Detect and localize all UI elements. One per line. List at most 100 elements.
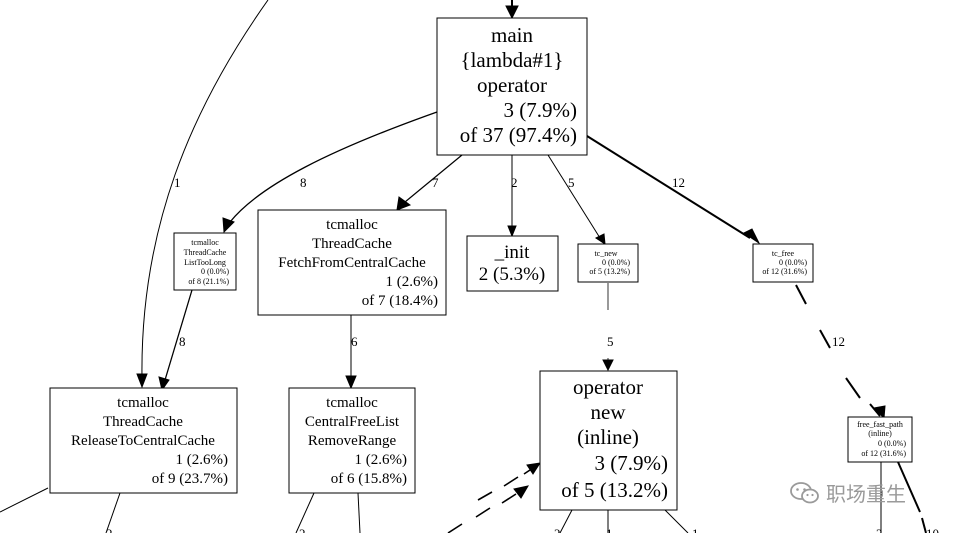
node-main[interactable]: main {lambda#1} operator 3 (7.9%) of 37 … [436, 17, 588, 156]
edge-incoming-opnew-a-arrowhead [513, 485, 530, 499]
edge-left-curve-arrowhead [136, 373, 148, 389]
node-release-central[interactable]: tcmalloc ThreadCache ReleaseToCentralCac… [49, 387, 238, 494]
node-list-too-long-line-3: ListTooLong [184, 258, 226, 267]
edge-bottom-remove-label: 2 [299, 526, 306, 533]
edge-tcfree-fastpath [795, 284, 881, 417]
edge-main-tcfree [586, 135, 751, 239]
node-tc-new[interactable]: tc_new 0 (0.0%) of 5 (13.2%) [577, 243, 639, 283]
node-release-central-line-3: ReleaseToCentralCache [71, 433, 215, 449]
edge-tcfree-fastpath-arrowhead [872, 405, 886, 420]
node-operator-new-box [539, 370, 678, 511]
node-free-fast-path-line-3: 0 (0.0%) [878, 439, 906, 448]
watermark: 职场重生 [790, 478, 906, 507]
node-operator-new-line-2: new [591, 400, 627, 424]
edge-bottom-fast-left-label: 2 [876, 526, 883, 533]
edge-bottom-remove-right [357, 492, 361, 533]
edge-main-init-arrowhead [507, 225, 517, 238]
node-remove-range-line-2: CentralFreeList [305, 414, 400, 430]
node-list-too-long-line-1: tcmalloc [191, 238, 219, 247]
node-free-fast-path[interactable]: free_fast_path (inline) 0 (0.0%) of 12 (… [847, 416, 913, 463]
edge-bottom-release-left [0, 487, 49, 513]
node-main-line-4: 3 (7.9%) [504, 98, 577, 122]
node-tc-free-line-2: 0 (0.0%) [779, 258, 807, 267]
node-list-too-long-line-4: 0 (0.0%) [201, 267, 229, 276]
edge-listtoolong-release-label: 8 [179, 334, 186, 349]
node-release-central-line-1: tcmalloc [117, 395, 169, 411]
node-release-central-line-5: of 9 (23.7%) [152, 471, 228, 487]
edge-main-fetch-arrowhead [396, 196, 412, 211]
edge-left-curve-label: 1 [174, 175, 181, 190]
node-tc-free-line-1: tc_free [772, 249, 795, 258]
node-init-line-2: 2 (5.3%) [479, 264, 545, 285]
node-operator-new-line-5: of 5 (13.2%) [561, 478, 668, 502]
node-fetch-central-line-3: FetchFromCentralCache [278, 255, 426, 271]
node-main-box [436, 17, 588, 156]
edge-fetch-removerange-label: 6 [351, 334, 358, 349]
edge-main-listtoolong [229, 111, 438, 223]
node-free-fast-path-box [847, 416, 913, 463]
node-operator-new-line-4: 3 (7.9%) [595, 451, 668, 475]
node-init[interactable]: _init 2 (5.3%) [466, 235, 559, 292]
node-remove-range[interactable]: tcmalloc CentralFreeList RemoveRange 1 (… [288, 387, 416, 494]
node-tc-free-box [752, 243, 814, 283]
edge-bottom-opnew-left [559, 509, 573, 533]
edge-main-listtoolong-label: 8 [300, 175, 307, 190]
node-fetch-central-line-5: of 7 (18.4%) [362, 293, 438, 309]
node-operator-new-line-3: (inline) [577, 425, 639, 449]
node-init-line-1: _init [494, 242, 531, 263]
edge-bottom-opnew-right [664, 509, 689, 533]
edge-main-tcfree-arrowhead [743, 228, 761, 245]
node-free-fast-path-line-4: of 12 (31.6%) [861, 449, 906, 458]
node-free-fast-path-line-2: (inline) [868, 429, 892, 438]
edge-incoming-opnew-b [477, 469, 531, 501]
node-tc-new-line-1: tc_new [594, 249, 617, 258]
node-tc-new-box [577, 243, 639, 283]
node-list-too-long[interactable]: tcmalloc ThreadCache ListTooLong 0 (0.0%… [173, 232, 237, 291]
edge-listtoolong-release-arrowhead [158, 376, 170, 392]
node-fetch-central-line-2: ThreadCache [312, 236, 392, 252]
edges: 1 8 7 2 5 12 8 6 5 [0, 0, 939, 533]
node-operator-new[interactable]: operator new (inline) 3 (7.9%) of 5 (13.… [539, 370, 678, 511]
edge-main-tcfree-label: 12 [672, 175, 685, 190]
edge-main-listtoolong-arrowhead [222, 217, 235, 234]
edge-main-tcnew [547, 154, 601, 239]
edge-tcnew-operatornew-label: 5 [607, 334, 614, 349]
edge-listtoolong-release [164, 289, 193, 381]
node-main-line-1: main [491, 23, 533, 47]
edge-bottom-opnew-mid-label: 1 [606, 526, 613, 533]
node-fetch-central-box [257, 209, 447, 316]
edge-main-tcnew-arrowhead [595, 233, 606, 246]
node-tc-free-line-3: of 12 (31.6%) [762, 267, 807, 276]
edge-main-tcnew-label: 5 [568, 175, 575, 190]
wechat-icon [790, 481, 820, 505]
node-release-central-line-4: 1 (2.6%) [176, 452, 229, 468]
edge-tcnew-operatornew-arrowhead [602, 359, 614, 372]
node-tc-new-line-3: of 5 (13.2%) [589, 267, 630, 276]
edge-incoming-opnew-b-arrowhead [526, 462, 542, 475]
edge-left-curve [141, 0, 269, 379]
node-remove-range-line-5: of 6 (15.8%) [331, 471, 407, 487]
node-main-line-3: operator [477, 73, 547, 97]
node-remove-range-line-3: RemoveRange [308, 433, 397, 449]
edge-main-fetch-label: 7 [432, 175, 439, 190]
node-remove-range-box [288, 387, 416, 494]
node-list-too-long-line-5: of 8 (21.1%) [188, 277, 229, 286]
edge-bottom-fast-right-label: 10 [926, 526, 939, 533]
edge-main-init-label: 2 [511, 175, 518, 190]
node-fetch-central[interactable]: tcmalloc ThreadCache FetchFromCentralCac… [257, 209, 447, 316]
node-tc-free[interactable]: tc_free 0 (0.0%) of 12 (31.6%) [752, 243, 814, 283]
node-list-too-long-box [173, 232, 237, 291]
edge-fetch-removerange-arrowhead [345, 375, 357, 390]
edge-bottom-opnew-right-label: 1 [692, 526, 699, 533]
node-main-line-2: {lambda#1} [461, 48, 564, 72]
node-remove-range-line-1: tcmalloc [326, 395, 378, 411]
watermark-text: 职场重生 [826, 482, 906, 506]
node-list-too-long-line-2: ThreadCache [184, 248, 227, 257]
node-main-line-5: of 37 (97.4%) [460, 123, 577, 147]
node-remove-range-line-4: 1 (2.6%) [355, 452, 408, 468]
edge-bottom-fast-right [897, 461, 927, 533]
node-release-central-line-2: ThreadCache [103, 414, 183, 430]
node-tc-new-line-2: 0 (0.0%) [602, 258, 630, 267]
node-fetch-central-line-4: 1 (2.6%) [386, 274, 439, 290]
edge-into-main-arrowhead [505, 5, 519, 20]
